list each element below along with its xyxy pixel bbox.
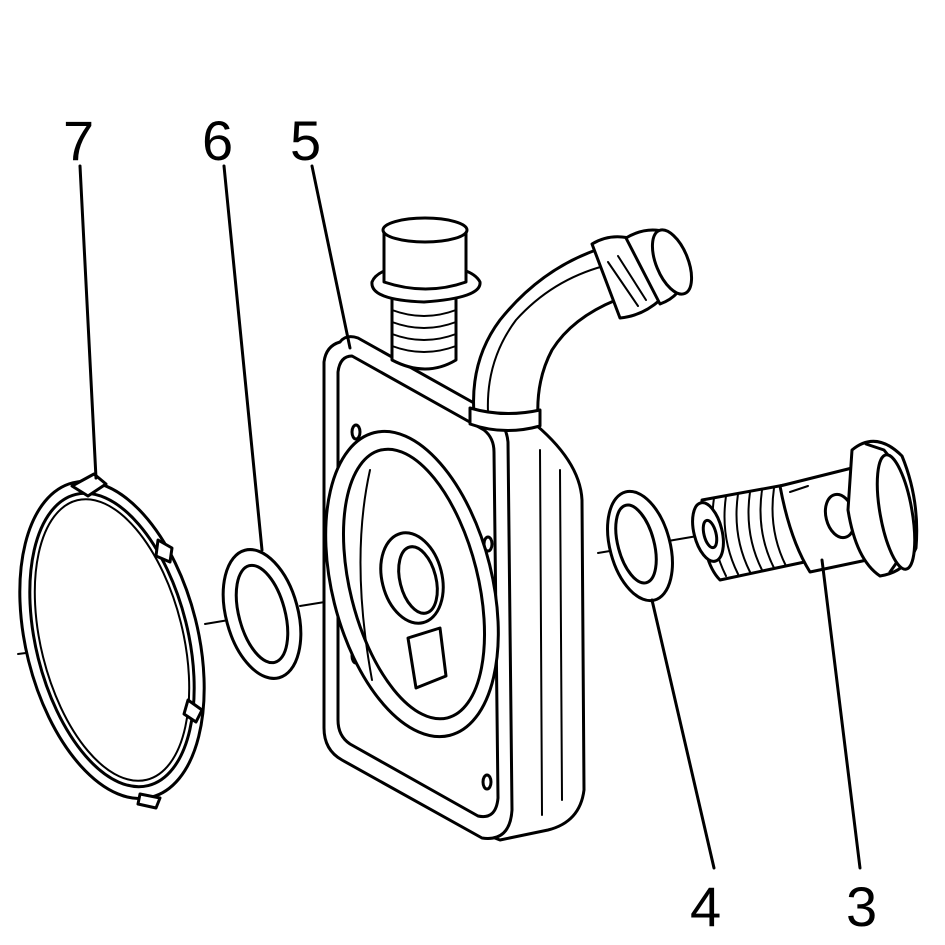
callout-3: 3	[846, 875, 877, 938]
leader-5	[310, 164, 352, 350]
leader-7	[78, 164, 98, 480]
callout-4: 4	[690, 875, 721, 938]
part-7-gasket	[18, 472, 206, 810]
callout-labels: 7 6 5 4 3	[63, 109, 877, 938]
leader-lines	[78, 164, 862, 870]
leader-3	[820, 558, 862, 870]
part-3-banjo-bolt	[691, 439, 919, 582]
part-4-washer	[606, 489, 674, 603]
part-6-seal-ring	[221, 548, 303, 680]
callout-7: 7	[63, 109, 94, 172]
leader-6	[222, 164, 264, 552]
part-5-oil-cooler	[322, 216, 694, 842]
leader-4	[650, 598, 716, 870]
callout-5: 5	[290, 109, 321, 172]
callout-6: 6	[202, 109, 233, 172]
